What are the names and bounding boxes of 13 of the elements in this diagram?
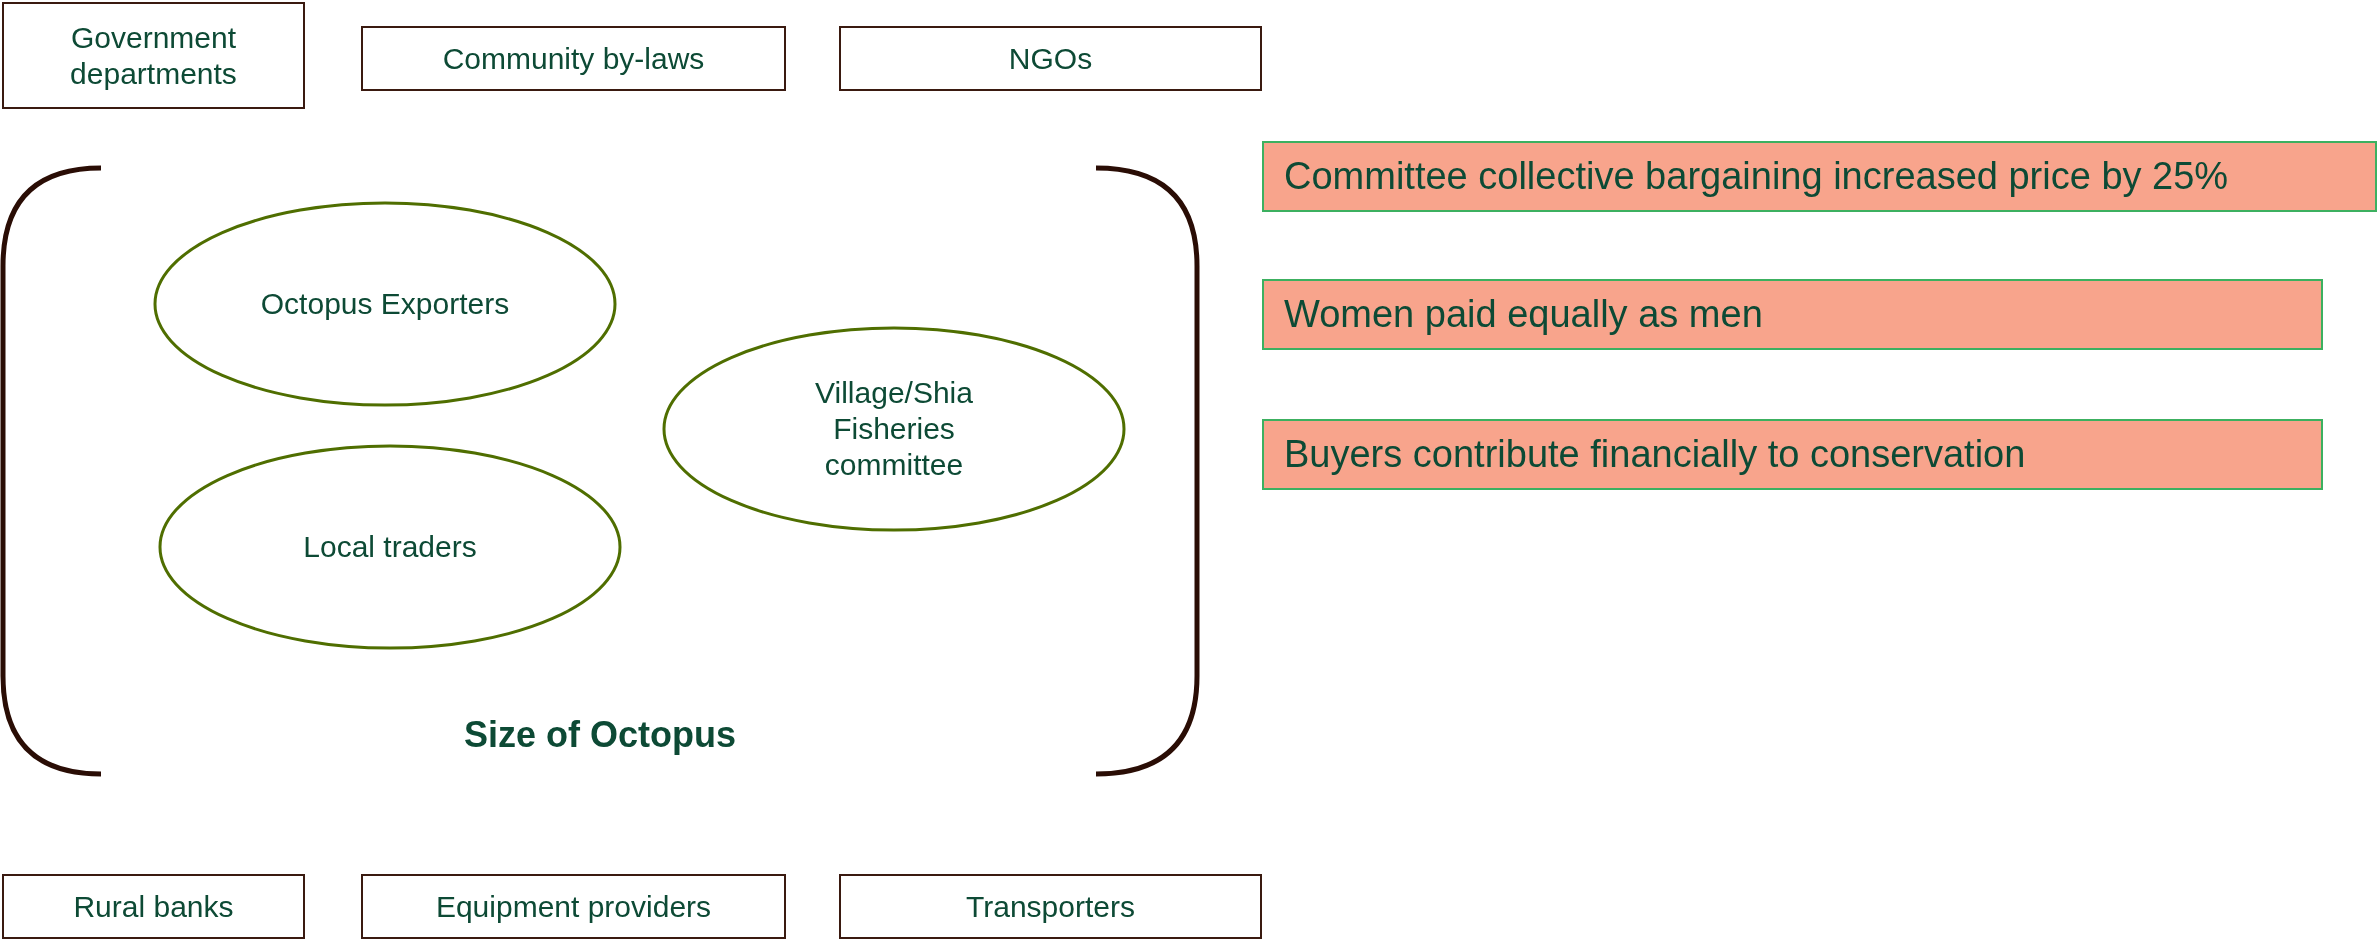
actor-label: Local traders (302, 529, 478, 565)
highlight-box: Women paid equally as men (1262, 279, 2323, 350)
actor-label: Octopus Exporters (259, 286, 511, 322)
actor-box: Government departments (2, 2, 305, 109)
highlight-box: Committee collective bargaining increased price by 25% (1262, 141, 2377, 212)
highlight-box: Buyers contribute financially to conservation (1262, 419, 2323, 490)
actor-box: NGOs (839, 26, 1262, 91)
actor-box: Community by-laws (361, 26, 786, 91)
actor-box: Rural banks (2, 874, 305, 939)
group-title: Size of Octopus (463, 714, 737, 756)
actor-box: Equipment providers (361, 874, 786, 939)
actor-label: Village/Shia Fisheries committee (814, 375, 974, 483)
actor-box: Transporters (839, 874, 1262, 939)
